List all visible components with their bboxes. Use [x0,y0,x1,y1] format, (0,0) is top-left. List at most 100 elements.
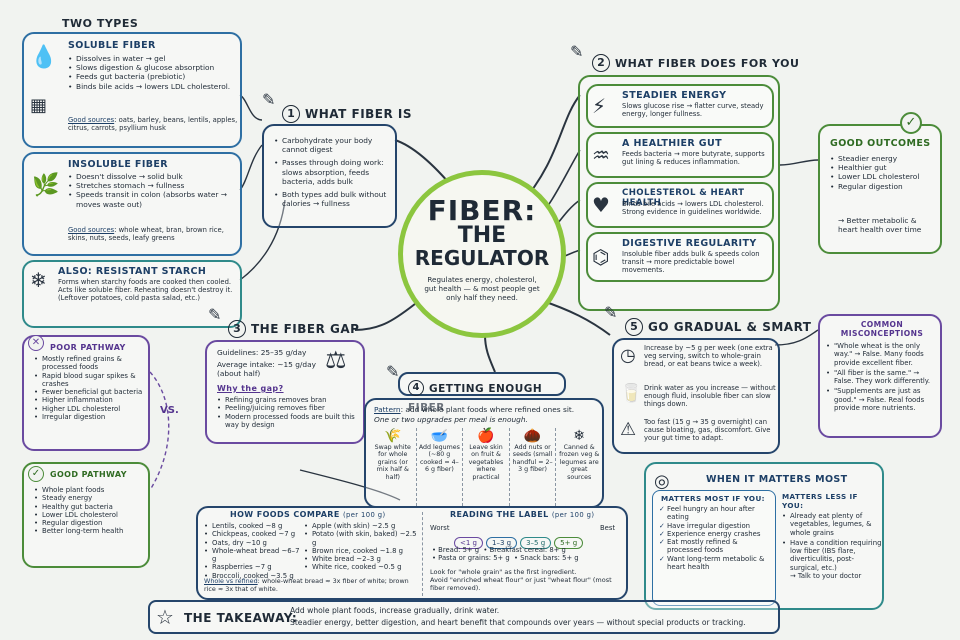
example: Breakfast cereal: 8+ g [489,546,566,554]
example: Snack bars: 5+ g [520,554,579,563]
wheat-icon: 🌾 [384,428,402,444]
list-item: Feeds gut bacteria (prebiotic) [68,72,238,81]
why-gap-title: Why the gap? [217,384,284,393]
matters-most-list: Feel hungry an hour after eating Have ir… [659,505,773,571]
swap-text: Swap white for whole grains (or mix half… [374,444,411,481]
gradual-tip: Increase by ~5 g per week (one extra veg… [644,344,773,369]
scale-pill: 1–3 g [486,537,518,549]
bowl-icon: 🥣 [430,428,449,444]
benefit-title: DIGESTIVE REGULARITY [622,238,757,249]
compare-unit: (per 100 g) [342,511,386,519]
benefit-title: STEADIER ENERGY [622,90,727,101]
scale-icon: ⚖ [325,346,347,374]
good-pathway-list: Whole plant foods Steady energy Healthy … [34,486,149,536]
sources-label: Good sources [68,226,115,234]
pattern-note: One or two upgrades per meal is enough. [374,415,528,424]
what-fiber-is-list: Carbohydrate your body cannot digest Pas… [274,136,394,208]
swap-item: ❄ Canned & frozen veg & legumes are grea… [556,428,602,506]
list-item: Higher inflammation [34,396,149,405]
list-item: Stretches stomach → fullness [68,181,238,190]
good-outcomes-conclusion: → Better metabolic & heart health over t… [838,216,922,234]
swap-item: 🌾 Swap white for whole grains (or mix ha… [370,428,417,506]
section-title: WHAT FIBER IS [305,107,413,121]
frozen-icon: ❄ [573,428,586,444]
list-item: Speeds transit in colon (absorbs water →… [68,190,238,208]
compare-list-left: Lentils, cooked ~8 g Chickpeas, cooked ~… [204,522,304,580]
list-item: "Supplements are just as good." → False.… [826,387,940,412]
compare-list-right: Apple (with skin) ~2.5 g Potato (with sk… [304,522,420,572]
pattern-text: Pattern: add whole plant foods where ref… [374,405,602,414]
center-circle: FIBER: THE REGULATOR Regulates energy, c… [398,170,566,338]
insoluble-list: Doesn't dissolve → solid bulk Stretches … [68,172,238,209]
good-pathway-card: ✓ GOOD PATHWAY Whole plant foods Steady … [22,462,150,568]
section-number: 2 [592,53,610,72]
water-drop-icon: 💧 [30,45,58,70]
star-icon: ☆ [156,605,174,629]
tip: Avoid "enriched wheat flour" or just "wh… [430,576,612,592]
whole-vs-refined-note: Whole vs refined: whole-wheat bread ≈ 3x… [204,577,414,594]
section-title: GETTING ENOUGH FIBER [408,383,543,414]
list-item: Raspberries ~7 g [204,563,304,572]
sources-label: Good sources [68,116,115,124]
benefit-text: Feeds bacteria → more butyrate, supports… [622,150,765,167]
list-item: Healthy gut bacteria [34,503,149,512]
swap-text: Add nuts or seeds (small handful = 2–3 g… [512,444,553,474]
list-item: Doesn't dissolve → solid bulk [68,172,238,181]
section-title: THE FIBER GAP [251,322,360,336]
list-item: Oats, dry ~10 g [204,539,304,548]
list-item: Higher LDL cholesterol [34,405,149,414]
list-item: Steadier energy [830,154,940,163]
intestine-icon: ♒ [592,143,610,167]
example: Bread: 5+ g [438,546,480,554]
fiber-gap-heading: 3 THE FIBER GAP [228,318,359,338]
leaf-icon: 🌿 [32,173,60,198]
swap-text: Canned & frozen veg & legumes are great … [559,444,600,481]
label-examples: • Bread: 5+ g • Breakfast cereal: 8+ g •… [432,546,579,563]
getting-enough-card: Pattern: add whole plant foods where ref… [364,398,604,508]
scale-pill: 5+ g [554,537,584,549]
section-number: 5 [625,317,643,336]
what-fiber-is-card: Carbohydrate your body cannot digest Pas… [262,124,397,228]
list-item: White rice, cooked ~0.5 g [304,563,420,572]
takeaway-bar: ☆ THE TAKEAWAY: Add whole plant foods, i… [148,600,780,634]
section-title: WHAT FIBER DOES FOR YOU [615,57,800,70]
scale-worst: Worst [430,524,450,532]
list-item: "Whole wheat is the only way." → False. … [826,342,940,367]
check-circle-icon: ✓ [28,466,44,482]
takeaway-line1: Add whole plant foods, increase graduall… [290,606,500,615]
compare-title: HOW FOODS COMPARE [230,510,340,519]
gradual-tip: Drink water as you increase — without en… [644,384,776,409]
insoluble-title: INSOLUBLE FIBER [68,159,168,170]
center-title-line1: FIBER: [427,194,537,227]
insoluble-fiber-card: 🌿 INSOLUBLE FIBER Doesn't dissolve → sol… [22,152,242,256]
label-tips: Look for "whole grain" as the first ingr… [430,568,626,592]
pattern-body: : add whole plant foods where refined on… [400,405,575,414]
benefit-card-digestion: ⌬ DIGESTIVE REGULARITY Insoluble fiber a… [586,232,774,282]
poor-pathway-card: ✕ POOR PATHWAY Mostly refined grains & p… [22,335,150,451]
list-item: Irregular digestion [34,413,149,422]
list-item: Fewer beneficial gut bacteria [34,388,149,397]
target-icon: ◎ [654,471,670,492]
insoluble-sources: Good sources: whole wheat, bran, brown r… [68,226,238,242]
heart-icon: ♥ [592,193,610,217]
list-item: Experience energy crashes [659,530,773,539]
matters-less-box: MATTERS LESS IF YOU: Already eat plenty … [782,492,882,580]
soluble-list: Dissolves in water → gel Slows digestion… [68,54,238,91]
gradual-card: ◷ Increase by ~5 g per week (one extra v… [612,338,780,454]
nut-icon: 🌰 [523,428,542,444]
good-outcomes-list: Steadier energy Healthier gut Lower LDL … [830,154,940,191]
list-item: Rapid blood sugar spikes & crashes [34,372,149,389]
list-item: Dissolves in water → gel [68,54,238,63]
list-item: White bread ~2–3 g [304,555,420,564]
good-outcomes-title: GOOD OUTCOMES [830,138,931,149]
section-number: 3 [228,319,246,338]
matters-most-title: MATTERS MOST IF YOU: [661,494,765,503]
list-item: Whole-wheat bread ~6–7 g [204,547,304,564]
list-item: Passes through doing work: slows absorpt… [274,158,394,186]
list-item: Refining grains removes bran [217,396,362,405]
compare-heading: HOW FOODS COMPARE (per 100 g) [230,510,386,519]
takeaway-title: THE TAKEAWAY: [184,611,298,625]
clock-icon: ◷ [620,345,636,366]
